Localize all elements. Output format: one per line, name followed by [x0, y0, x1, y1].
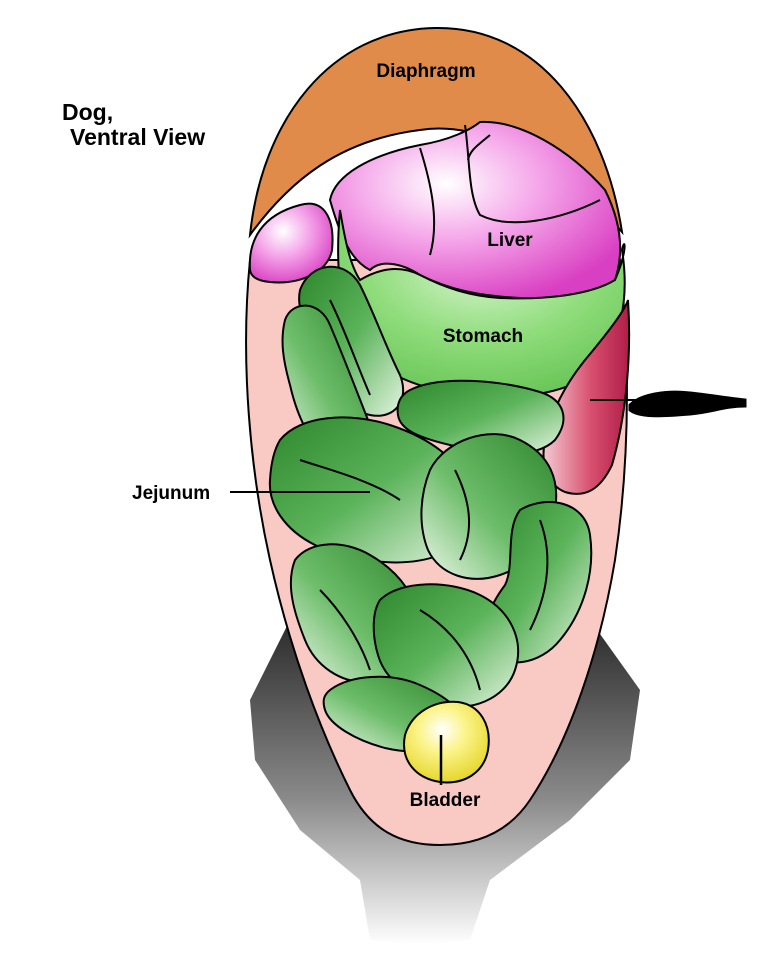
liver-lobe-line-3 [467, 134, 491, 161]
title-line-1: Dog, [62, 99, 114, 125]
intestine-right-lower [484, 501, 593, 664]
diaphragm-label: Diaphragm [376, 61, 475, 82]
intestine-detail-2 [329, 299, 371, 396]
liver-lobe-left [248, 202, 334, 284]
intestine-detail-5 [319, 589, 371, 671]
title-line-2: Ventral View [70, 124, 206, 150]
liver-lobe-line-2 [419, 147, 436, 256]
intestine-detail-6 [419, 609, 481, 691]
bladder [403, 700, 490, 784]
jejunum-label: Jejunum [132, 483, 210, 504]
intestine-detail-3 [454, 469, 471, 561]
diaphragm [248, 26, 624, 239]
stomach-label: Stomach [443, 326, 523, 347]
redaction-scribble [628, 390, 747, 418]
intestine-detail-1 [299, 459, 401, 501]
intestine-detail-4 [529, 519, 549, 631]
bladder-label: Bladder [410, 790, 481, 811]
diagram-title: Dog, Ventral View [62, 100, 205, 150]
liver-label: Liver [487, 230, 533, 251]
intestine-lower-middle [372, 583, 520, 708]
